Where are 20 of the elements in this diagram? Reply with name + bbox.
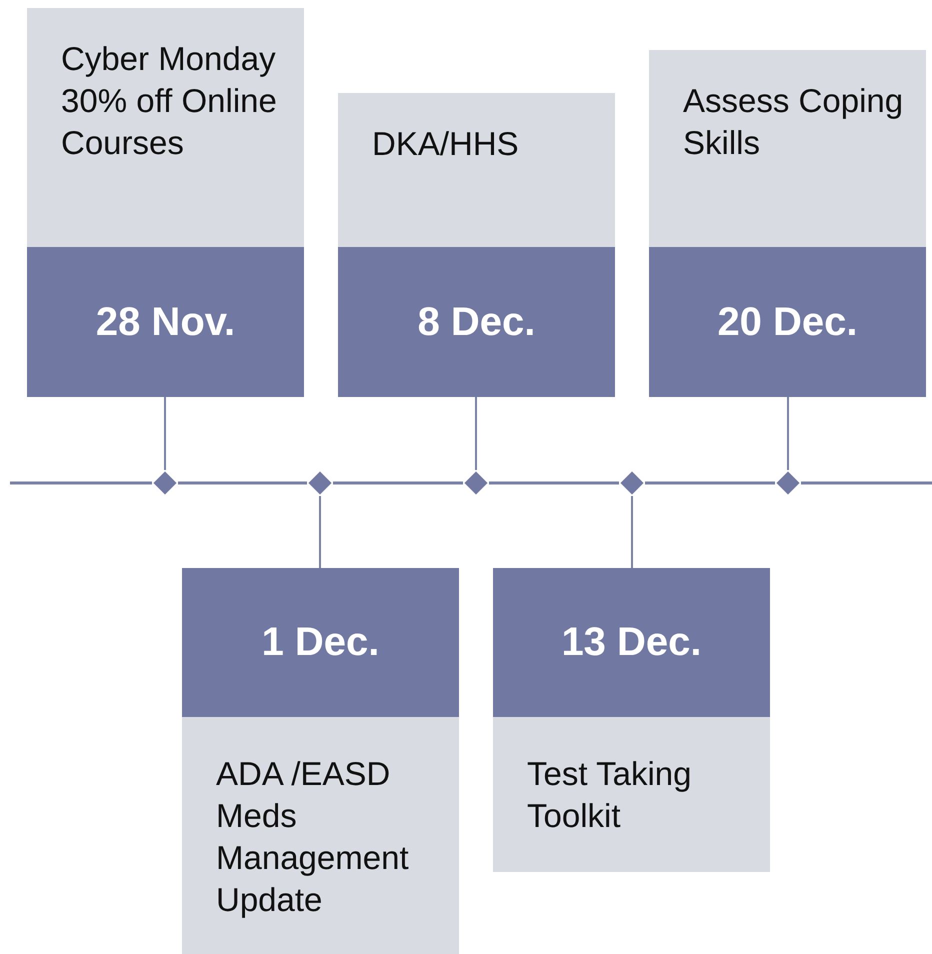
connector-line — [787, 397, 789, 470]
connector-line — [164, 397, 166, 470]
connector-line — [319, 496, 321, 568]
event-description: DKA/HHS — [372, 125, 519, 162]
event-description: Cyber Monday 30% off Online Courses — [61, 40, 277, 161]
date-banner: 8 Dec. — [338, 247, 615, 397]
timeline-diamond — [619, 470, 645, 496]
date-banner: 28 Nov. — [27, 247, 304, 397]
event-description: Assess Coping Skills — [683, 82, 904, 161]
timeline-diamond — [152, 470, 178, 496]
timeline-diamond — [307, 470, 333, 496]
date-banner: 13 Dec. — [493, 568, 770, 717]
date-banner: 1 Dec. — [182, 568, 459, 717]
connector-line — [475, 397, 477, 470]
event-description: ADA /EASD Meds Management Update — [216, 755, 409, 918]
timeline-diamond — [775, 470, 801, 496]
event-description: Test Taking Toolkit — [527, 755, 692, 834]
date-banner: 20 Dec. — [649, 247, 926, 397]
timeline-diamond — [463, 470, 489, 496]
connector-line — [631, 496, 633, 568]
